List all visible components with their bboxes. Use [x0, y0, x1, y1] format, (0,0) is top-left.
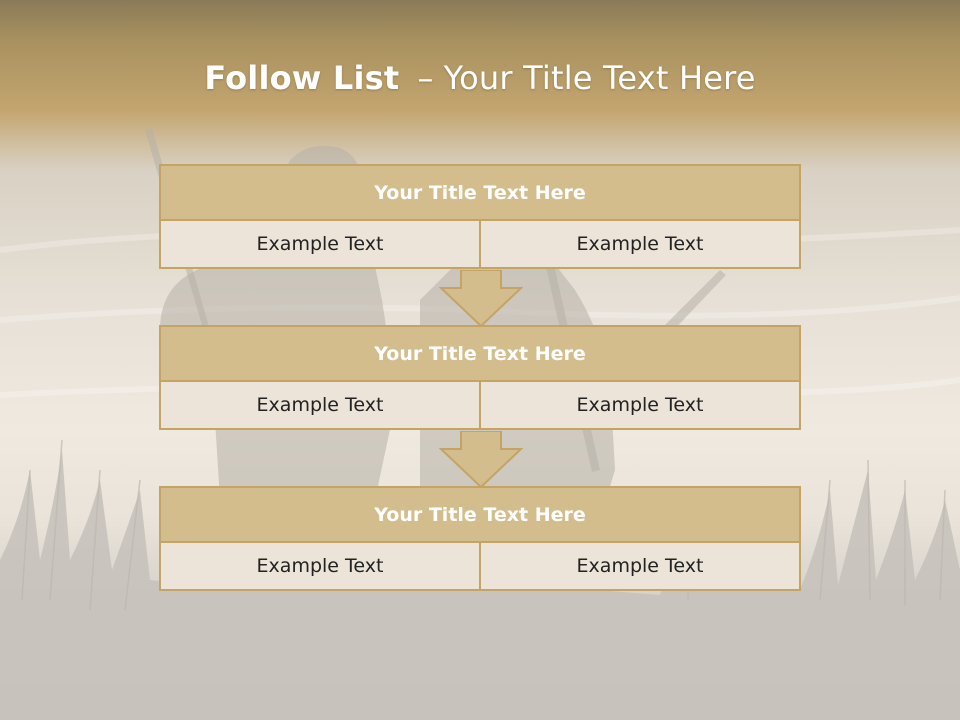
block-cell-left: Example Text — [159, 541, 481, 591]
block-cell-right: Example Text — [479, 219, 801, 269]
slide-title-bar: Follow List–Your Title Text Here — [0, 38, 960, 118]
block-row: Example Text Example Text — [159, 219, 801, 269]
list-block-1: Your Title Text Here Example Text Exampl… — [159, 164, 801, 269]
block-row: Example Text Example Text — [159, 541, 801, 591]
list-block-3: Your Title Text Here Example Text Exampl… — [159, 486, 801, 591]
block-cell-right: Example Text — [479, 541, 801, 591]
title-strong: Follow List — [204, 59, 400, 97]
down-arrow-icon — [439, 431, 523, 489]
block-cell-left: Example Text — [159, 380, 481, 430]
list-block-2: Your Title Text Here Example Text Exampl… — [159, 325, 801, 430]
block-cell-left: Example Text — [159, 219, 481, 269]
title-separator: – — [417, 59, 434, 97]
block-title: Your Title Text Here — [159, 325, 801, 382]
block-title: Your Title Text Here — [159, 486, 801, 543]
block-cell-right: Example Text — [479, 380, 801, 430]
down-arrow-icon — [439, 270, 523, 328]
title-rest: Your Title Text Here — [443, 59, 756, 97]
block-row: Example Text Example Text — [159, 380, 801, 430]
slide-title: Follow List–Your Title Text Here — [204, 59, 755, 97]
block-title: Your Title Text Here — [159, 164, 801, 221]
